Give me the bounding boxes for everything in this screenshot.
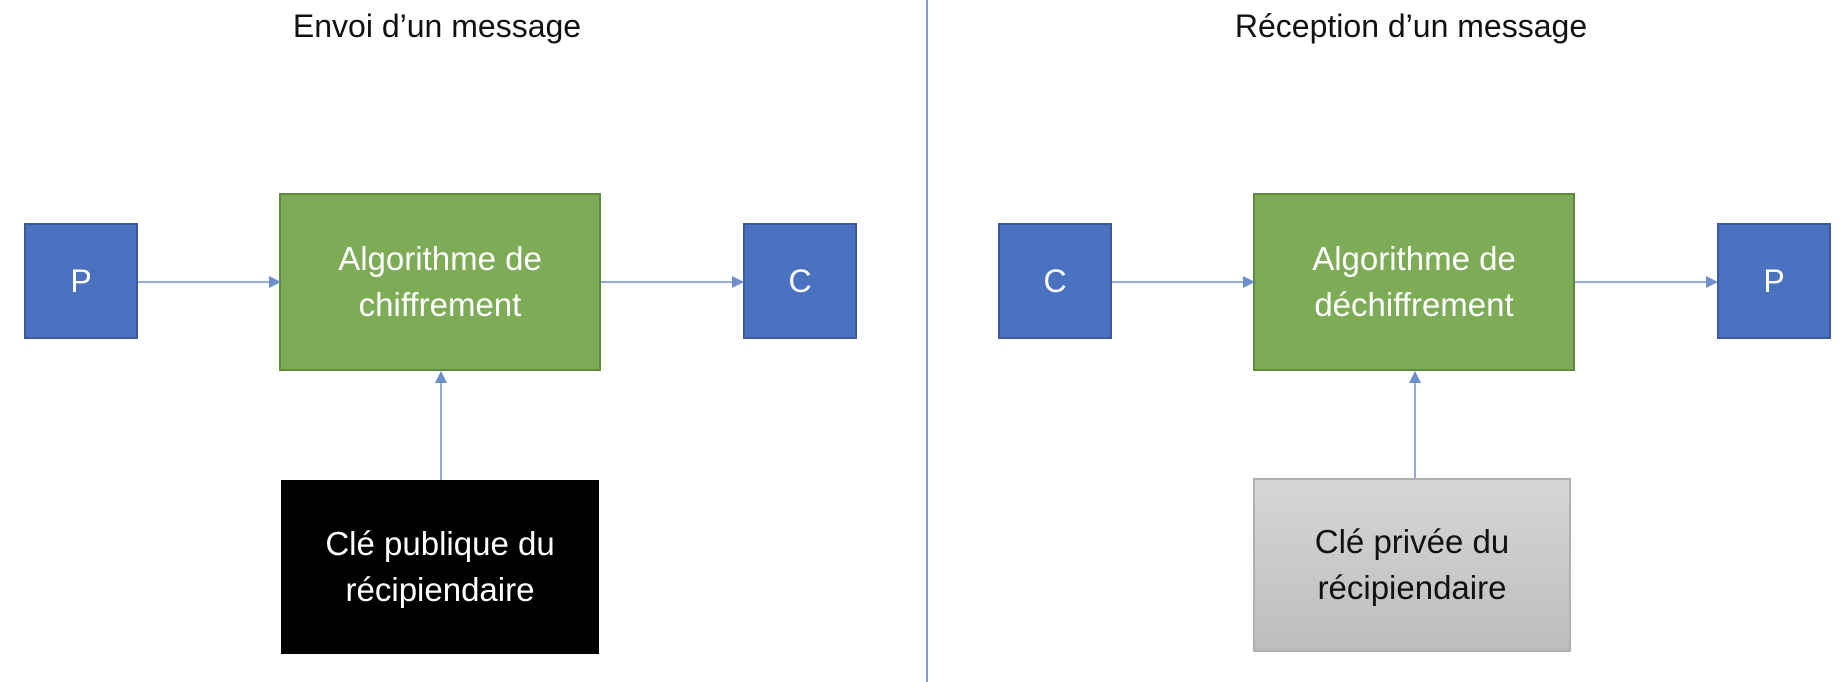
public-key-box: Clé publique du récipiendaire [281, 480, 599, 654]
ciphertext-output-box: C [743, 223, 857, 339]
private-key-box: Clé privée du récipiendaire [1253, 478, 1571, 652]
encryption-algorithm-box: Algorithme de chiffrement [279, 193, 601, 371]
receive-title: Réception d’un message [1234, 8, 1588, 44]
ciphertext-input-box: C [998, 223, 1112, 339]
decryption-algorithm-box: Algorithme de déchiffrement [1253, 193, 1575, 371]
send-title: Envoi d’un message [292, 8, 582, 44]
plaintext-output-box: P [1717, 223, 1831, 339]
panel-divider [926, 0, 928, 682]
plaintext-input-box: P [24, 223, 138, 339]
